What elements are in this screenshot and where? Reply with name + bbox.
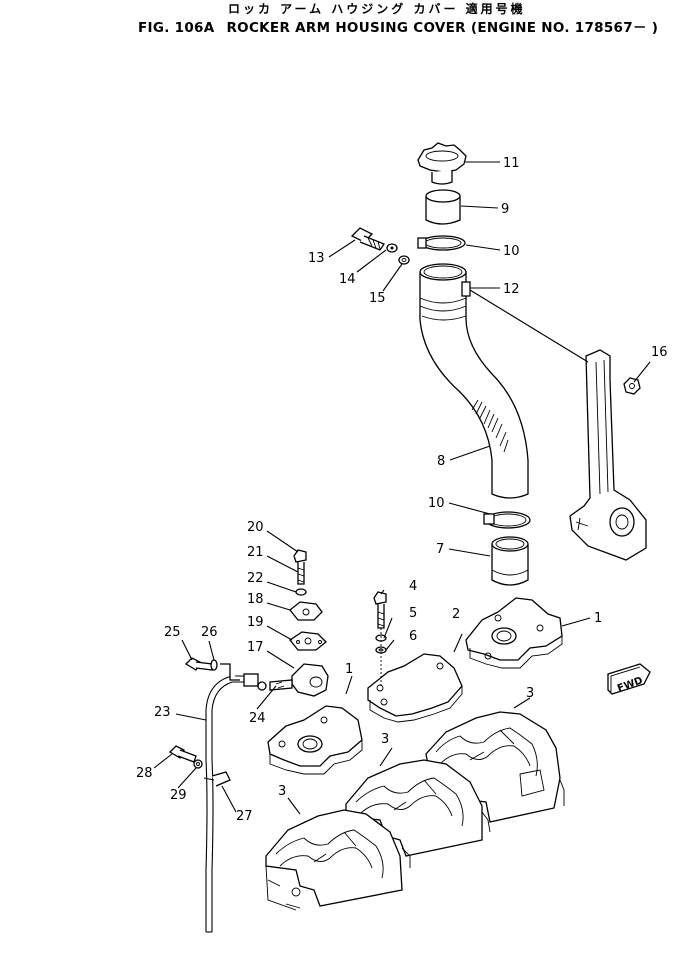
breather-17 — [269, 663, 329, 697]
rocker-housing-3-front — [265, 809, 403, 911]
gasket-19 — [289, 631, 327, 651]
filler-bushing — [425, 189, 461, 225]
cover-bolt-4 — [373, 591, 387, 629]
callout-14: 14 — [339, 272, 356, 287]
washer-22 — [295, 588, 307, 596]
callout-2: 2 — [452, 607, 460, 622]
callout-15: 15 — [369, 291, 386, 306]
japanese-title: ロッカ アーム ハウジング カバー 適用号機 — [228, 2, 526, 16]
tube-bracket — [569, 349, 647, 561]
bolt-28 — [168, 745, 197, 763]
callout-21: 21 — [247, 545, 264, 560]
callout-4: 4 — [409, 579, 417, 594]
callout-3-middle: 3 — [381, 732, 389, 747]
leader-lines — [153, 161, 651, 815]
hose-clamp-upper — [417, 235, 466, 251]
callout-9: 9 — [501, 202, 509, 217]
callout-3-front: 3 — [278, 784, 286, 799]
washer-14 — [386, 243, 398, 253]
figure-number: FIG. 106A — [138, 20, 215, 36]
bolt-13 — [350, 227, 385, 251]
bolt-25 — [184, 657, 213, 671]
rocker-cover-1-left — [267, 705, 363, 775]
callout-29: 29 — [170, 788, 187, 803]
callout-numbers: 11 9 10 13 14 15 12 16 8 10 7 1 2 1 3 3 … — [136, 156, 668, 824]
callout-24: 24 — [249, 711, 266, 726]
callout-19: 19 — [247, 615, 264, 630]
rubber-hose — [491, 536, 529, 586]
callout-8: 8 — [437, 454, 445, 469]
callout-3-rear: 3 — [526, 686, 534, 701]
callout-26: 26 — [201, 625, 218, 640]
callout-1-left: 1 — [345, 662, 353, 677]
rocker-housing-3-rear — [425, 711, 561, 823]
breather-pipe-23 — [205, 673, 267, 933]
washer-15 — [398, 255, 410, 265]
callout-23: 23 — [154, 705, 171, 720]
callout-5: 5 — [409, 606, 417, 621]
callout-10-lower: 10 — [428, 496, 445, 511]
callout-11: 11 — [503, 156, 520, 171]
rocker-cover-1-right — [465, 597, 563, 669]
rocker-cover-2 — [367, 653, 463, 723]
spring-pin-24 — [275, 681, 285, 689]
callout-13: 13 — [308, 251, 325, 266]
washer-26 — [210, 659, 240, 681]
callout-27: 27 — [236, 809, 253, 824]
oil-filler-tube — [419, 263, 529, 499]
callout-17: 17 — [247, 640, 264, 655]
callout-1-right: 1 — [594, 611, 602, 626]
figure-title: FIG. 106A ROCKER ARM HOUSING COVER (ENGIN… — [138, 16, 670, 36]
housing-joints — [401, 779, 565, 868]
fwd-arrow-marker: FWD — [607, 663, 651, 695]
callout-18: 18 — [247, 592, 264, 607]
callout-7: 7 — [436, 542, 444, 557]
figure-caption: ROCKER ARM HOUSING COVER (ENGINE NO. 178… — [226, 20, 659, 36]
nut-16 — [623, 377, 641, 395]
rocker-housing-3-middle — [345, 759, 483, 857]
hose-clamp-lower — [483, 511, 531, 529]
callout-10-upper: 10 — [503, 244, 520, 259]
callout-12: 12 — [503, 282, 520, 297]
callout-20: 20 — [247, 520, 264, 535]
callout-22: 22 — [247, 571, 264, 586]
washer-29 — [193, 759, 203, 769]
oil-filler-cap — [417, 142, 467, 185]
plate-18 — [289, 601, 323, 621]
callout-16: 16 — [651, 345, 668, 360]
callout-6: 6 — [409, 629, 417, 644]
callout-28: 28 — [136, 766, 153, 781]
pipe-clamp-27 — [203, 771, 231, 787]
breather-bolt-20 — [293, 549, 307, 585]
callout-25: 25 — [164, 625, 181, 640]
